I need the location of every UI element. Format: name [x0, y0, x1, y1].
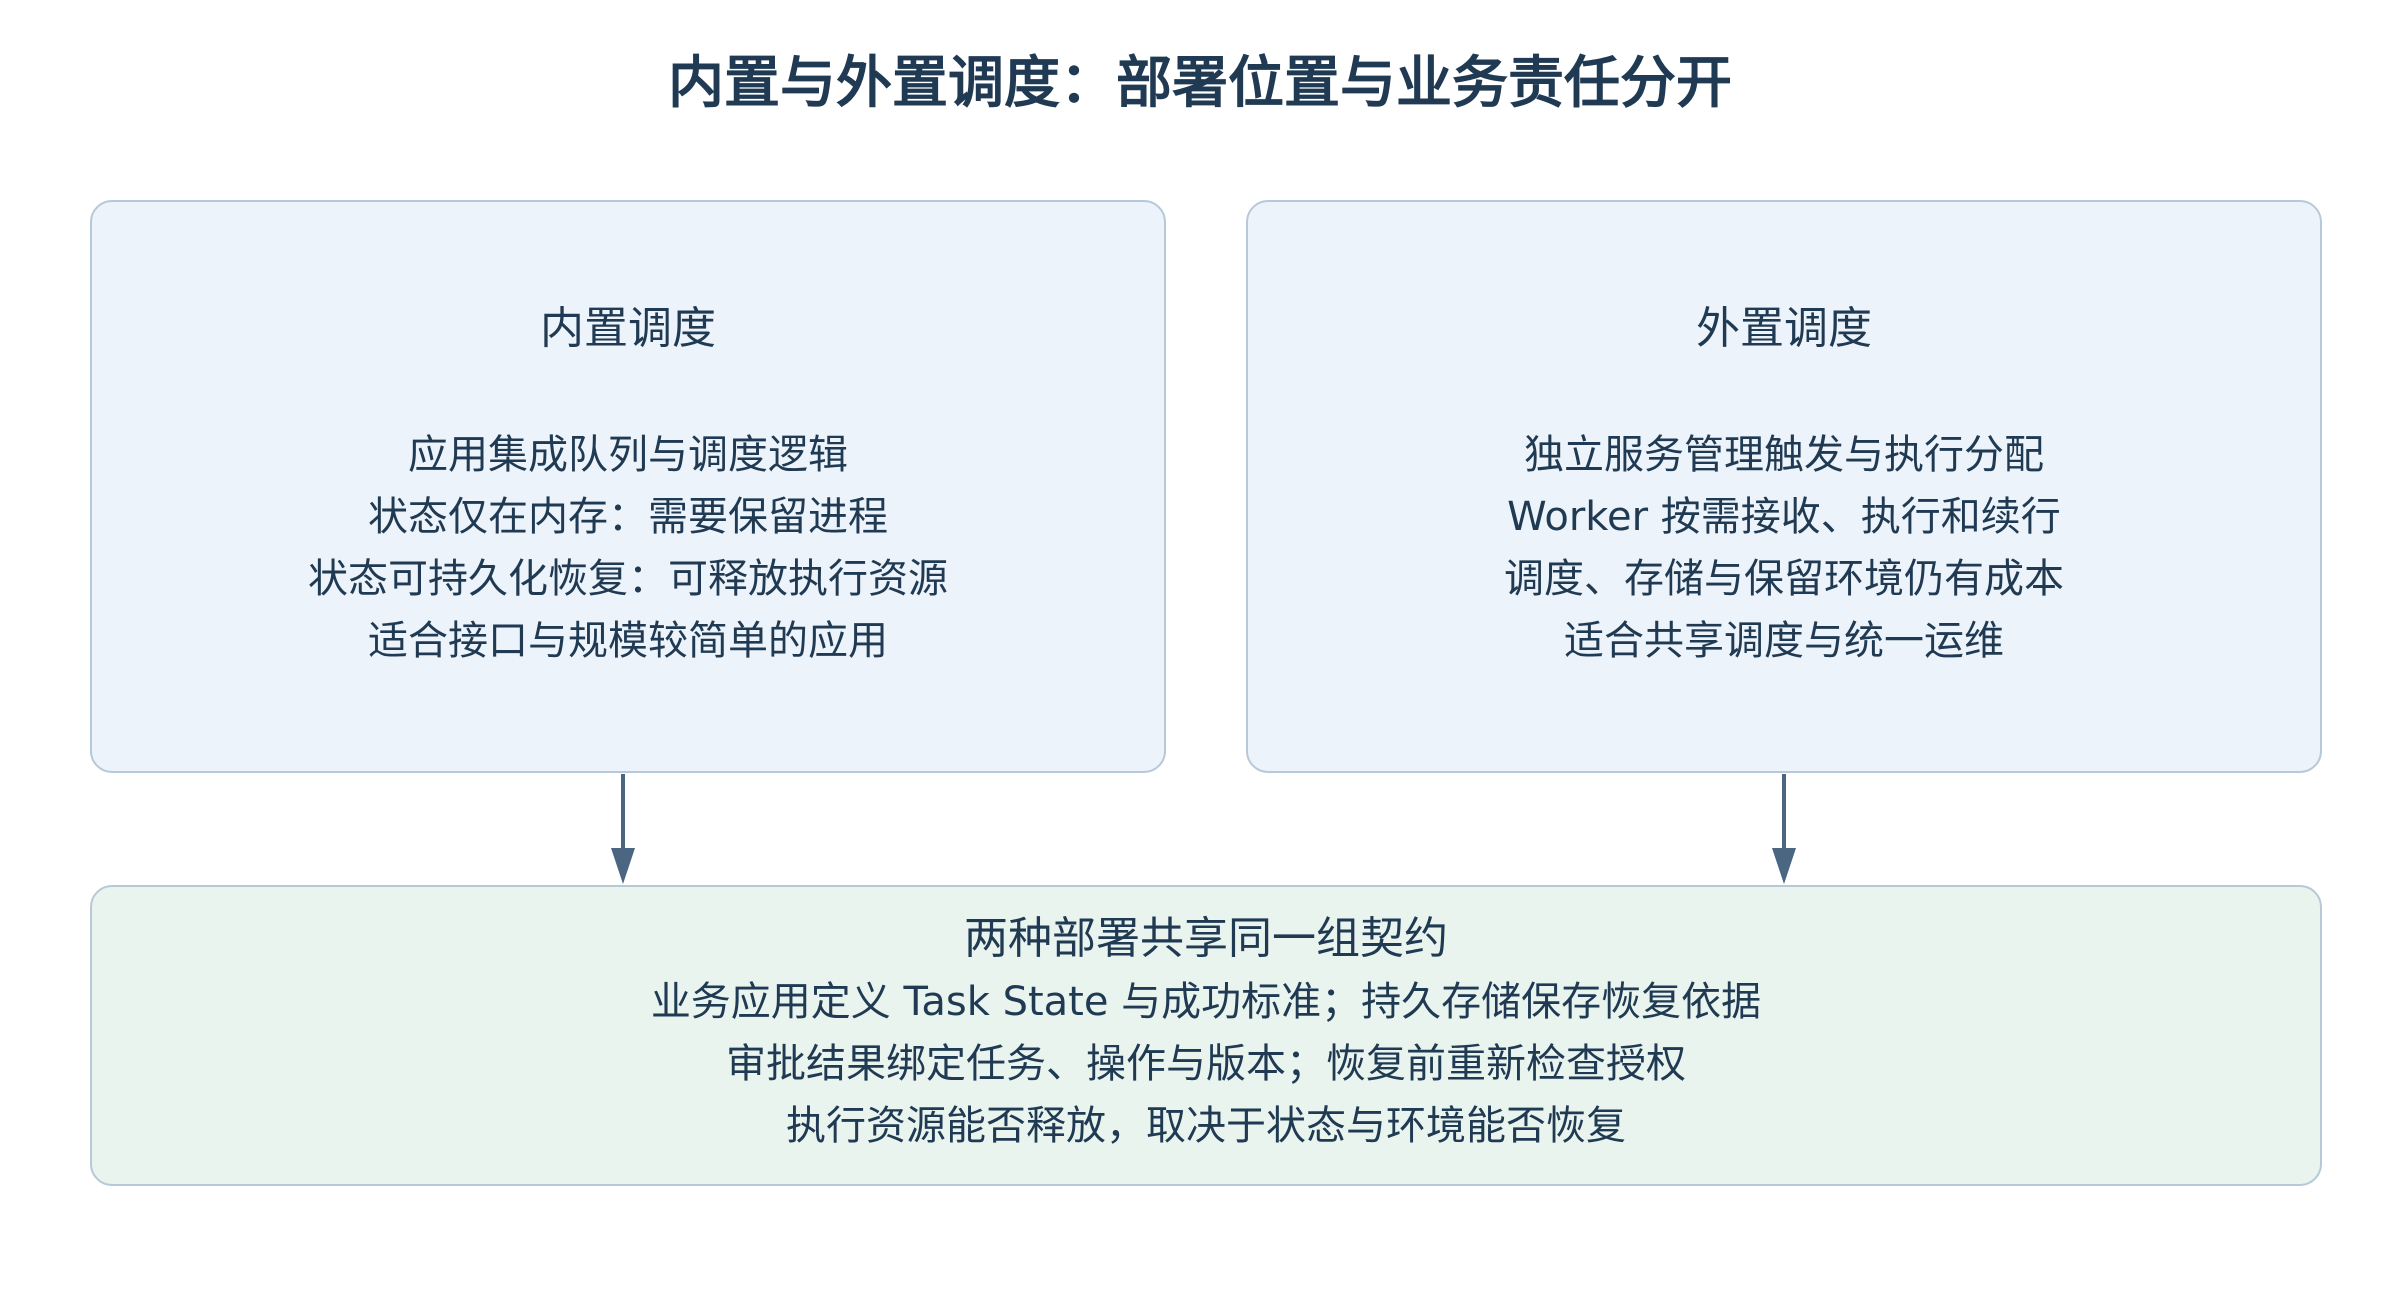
shared-contract-line: 审批结果绑定任务、操作与版本；恢复前重新检查授权	[726, 1041, 1686, 1087]
shared-contract-lines: 业务应用定义 Task State 与成功标准；持久存储保存恢复依据 审批结果绑…	[92, 971, 2320, 1157]
shared-contract-box: 两种部署共享同一组契约 业务应用定义 Task State 与成功标准；持久存储…	[90, 885, 2322, 1186]
shared-contract-line: 执行资源能否释放，取决于状态与环境能否恢复	[786, 1103, 1626, 1149]
builtin-scheduling-lines: 应用集成队列与调度逻辑 状态仅在内存：需要保留进程 状态可持久化恢复：可释放执行…	[92, 424, 1164, 672]
builtin-line: 状态仅在内存：需要保留进程	[368, 494, 888, 540]
arrow-right	[1772, 774, 1796, 884]
external-scheduling-title: 外置调度	[1696, 303, 1872, 354]
external-line: 独立服务管理触发与执行分配	[1524, 432, 2044, 478]
external-line: Worker 按需接收、执行和续行	[1507, 494, 2061, 540]
builtin-line: 适合接口与规模较简单的应用	[368, 618, 888, 664]
shared-contract-line: 业务应用定义 Task State 与成功标准；持久存储保存恢复依据	[650, 979, 1762, 1025]
external-scheduling-lines: 独立服务管理触发与执行分配 Worker 按需接收、执行和续行 调度、存储与保留…	[1248, 424, 2320, 672]
external-line: 调度、存储与保留环境仍有成本	[1504, 556, 2064, 602]
builtin-line: 状态可持久化恢复：可释放执行资源	[308, 556, 948, 602]
builtin-scheduling-box: 内置调度 应用集成队列与调度逻辑 状态仅在内存：需要保留进程 状态可持久化恢复：…	[90, 200, 1166, 773]
external-line: 适合共享调度与统一运维	[1564, 618, 2004, 664]
shared-contract-title: 两种部署共享同一组契约	[964, 913, 1448, 964]
builtin-scheduling-title: 内置调度	[540, 303, 716, 354]
diagram-title: 内置与外置调度：部署位置与业务责任分开	[668, 51, 1732, 116]
arrow-left	[611, 774, 635, 884]
builtin-line: 应用集成队列与调度逻辑	[408, 432, 848, 478]
external-scheduling-box: 外置调度 独立服务管理触发与执行分配 Worker 按需接收、执行和续行 调度、…	[1246, 200, 2322, 773]
